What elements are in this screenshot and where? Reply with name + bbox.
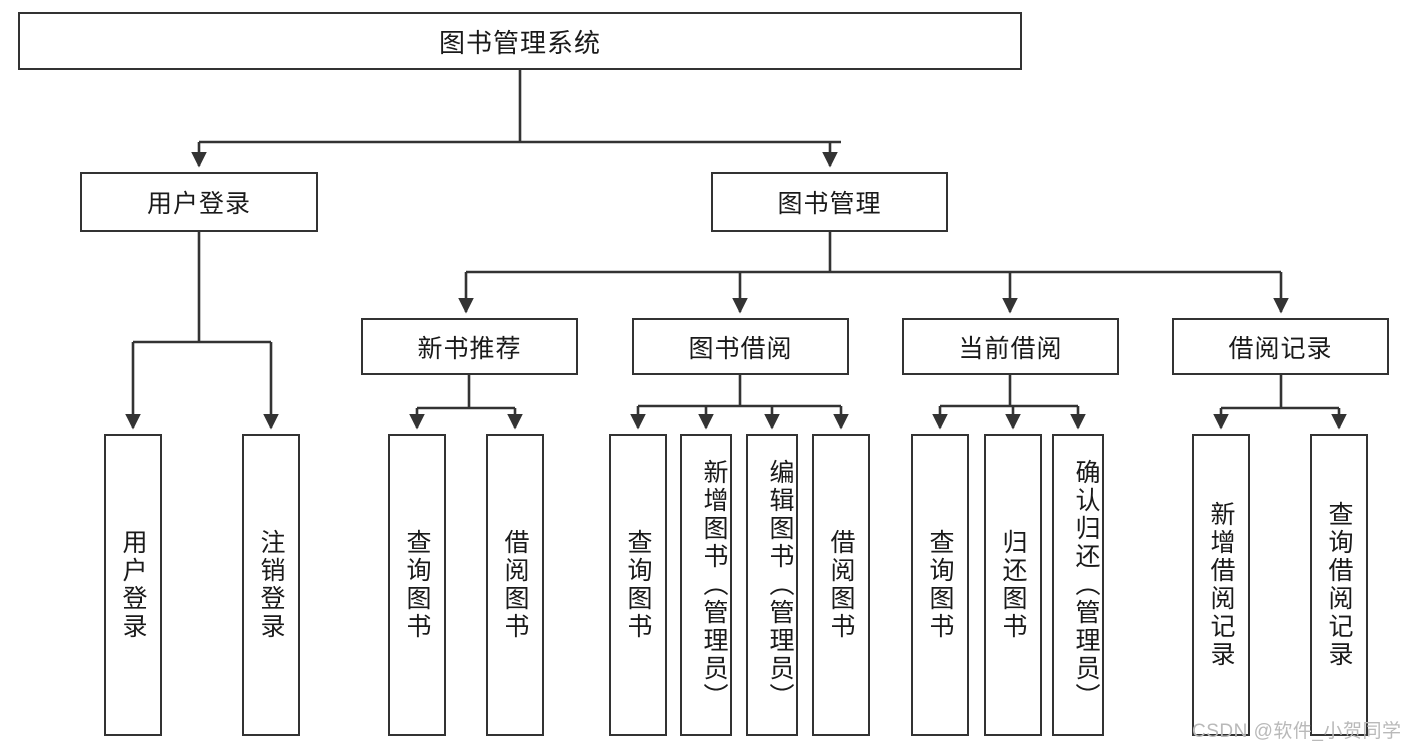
node-new-book-recommend[interactable]: 新书推荐 xyxy=(361,318,578,375)
node-leaf-borrow-book-2[interactable]: 借阅图书 xyxy=(812,434,870,736)
node-root[interactable]: 图书管理系统 xyxy=(18,12,1022,70)
node-leaf-query-record[interactable]: 查询借阅记录 xyxy=(1310,434,1368,736)
node-user-login[interactable]: 用户登录 xyxy=(80,172,318,232)
node-leaf-add-book[interactable]: 新增图书（管理员） xyxy=(680,434,732,736)
node-leaf-edit-book[interactable]: 编辑图书（管理员） xyxy=(746,434,798,736)
node-leaf-confirm-return[interactable]: 确认归还（管理员） xyxy=(1052,434,1104,736)
node-leaf-borrow-book-1[interactable]: 借阅图书 xyxy=(486,434,544,736)
node-leaf-user-logout[interactable]: 注销登录 xyxy=(242,434,300,736)
node-leaf-add-record[interactable]: 新增借阅记录 xyxy=(1192,434,1250,736)
node-borrow-record[interactable]: 借阅记录 xyxy=(1172,318,1389,375)
node-book-borrow[interactable]: 图书借阅 xyxy=(632,318,849,375)
node-current-borrow[interactable]: 当前借阅 xyxy=(902,318,1119,375)
node-leaf-query-book-3[interactable]: 查询图书 xyxy=(911,434,969,736)
node-leaf-user-login[interactable]: 用户登录 xyxy=(104,434,162,736)
node-leaf-return-book[interactable]: 归还图书 xyxy=(984,434,1042,736)
node-leaf-query-book-1[interactable]: 查询图书 xyxy=(388,434,446,736)
node-book-manage[interactable]: 图书管理 xyxy=(711,172,948,232)
watermark-text: CSDN @软件_小贺同学 xyxy=(1192,721,1402,742)
node-leaf-query-book-2[interactable]: 查询图书 xyxy=(609,434,667,736)
